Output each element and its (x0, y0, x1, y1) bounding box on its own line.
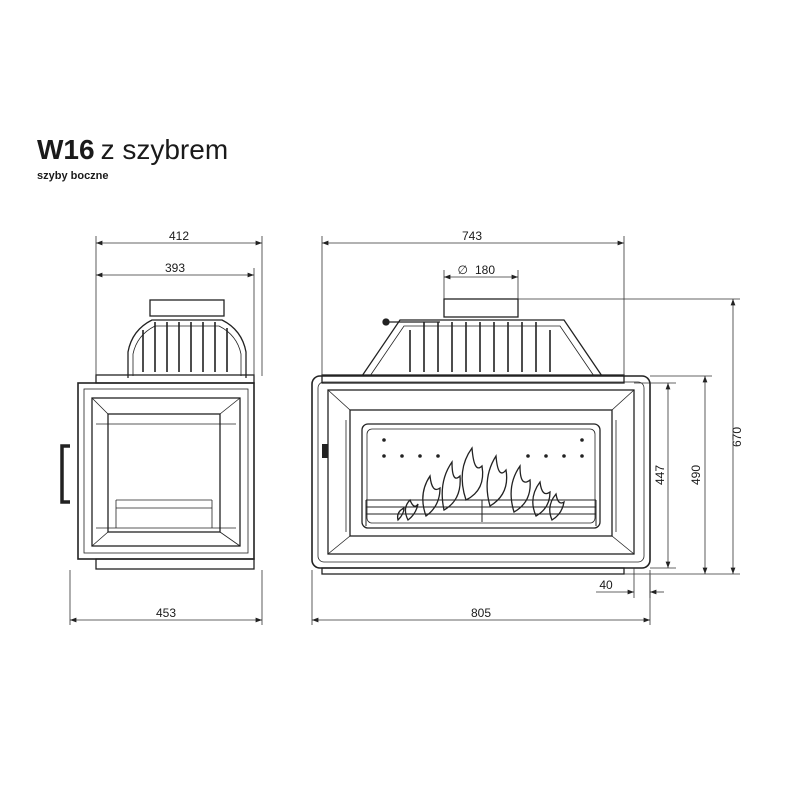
dim-offset-bottom: 40 (599, 578, 613, 592)
door-latch[interactable] (322, 444, 328, 458)
front-flue-collar (443, 298, 519, 318)
glass-dots (382, 438, 584, 458)
model-name: W16 (37, 134, 95, 165)
diameter-symbol: ∅ (458, 263, 468, 277)
dim-height-body: 490 (689, 465, 703, 485)
dim-side-depth-top: 412 (169, 229, 189, 243)
side-base (95, 558, 255, 570)
front-glass (361, 423, 601, 529)
dim-flue-diameter: 180 (475, 263, 495, 277)
front-view (311, 298, 651, 575)
side-flue-collar (149, 299, 225, 317)
side-exchanger-ribs (142, 322, 228, 372)
drawing-subtitle: szyby boczne (37, 170, 109, 182)
dim-side-depth-bottom: 453 (156, 606, 176, 620)
side-door-frame (91, 397, 241, 547)
dim-height-total: 670 (730, 427, 744, 447)
fire-grate (365, 499, 597, 526)
front-top-plate (321, 374, 625, 384)
dim-front-width-bottom: 805 (471, 606, 491, 620)
dim-side-depth-inner: 393 (165, 261, 185, 275)
side-dimensions (69, 236, 263, 625)
front-exchanger-ribs (409, 322, 551, 372)
flames (396, 446, 565, 522)
model-variant: z szybrem (100, 134, 229, 165)
front-door-frame (327, 389, 635, 555)
side-door-handle[interactable] (60, 444, 70, 504)
side-view (60, 299, 255, 570)
front-glass-frame (349, 409, 613, 537)
side-glass (107, 413, 221, 533)
side-top-plate (95, 374, 255, 384)
front-base (321, 567, 625, 575)
front-door[interactable] (311, 375, 651, 569)
dim-height-glass: 447 (653, 465, 667, 485)
dim-front-width-top: 743 (462, 229, 482, 243)
side-exchanger-dome (127, 319, 247, 378)
front-exchanger (361, 319, 603, 377)
front-dimensions (311, 236, 740, 625)
